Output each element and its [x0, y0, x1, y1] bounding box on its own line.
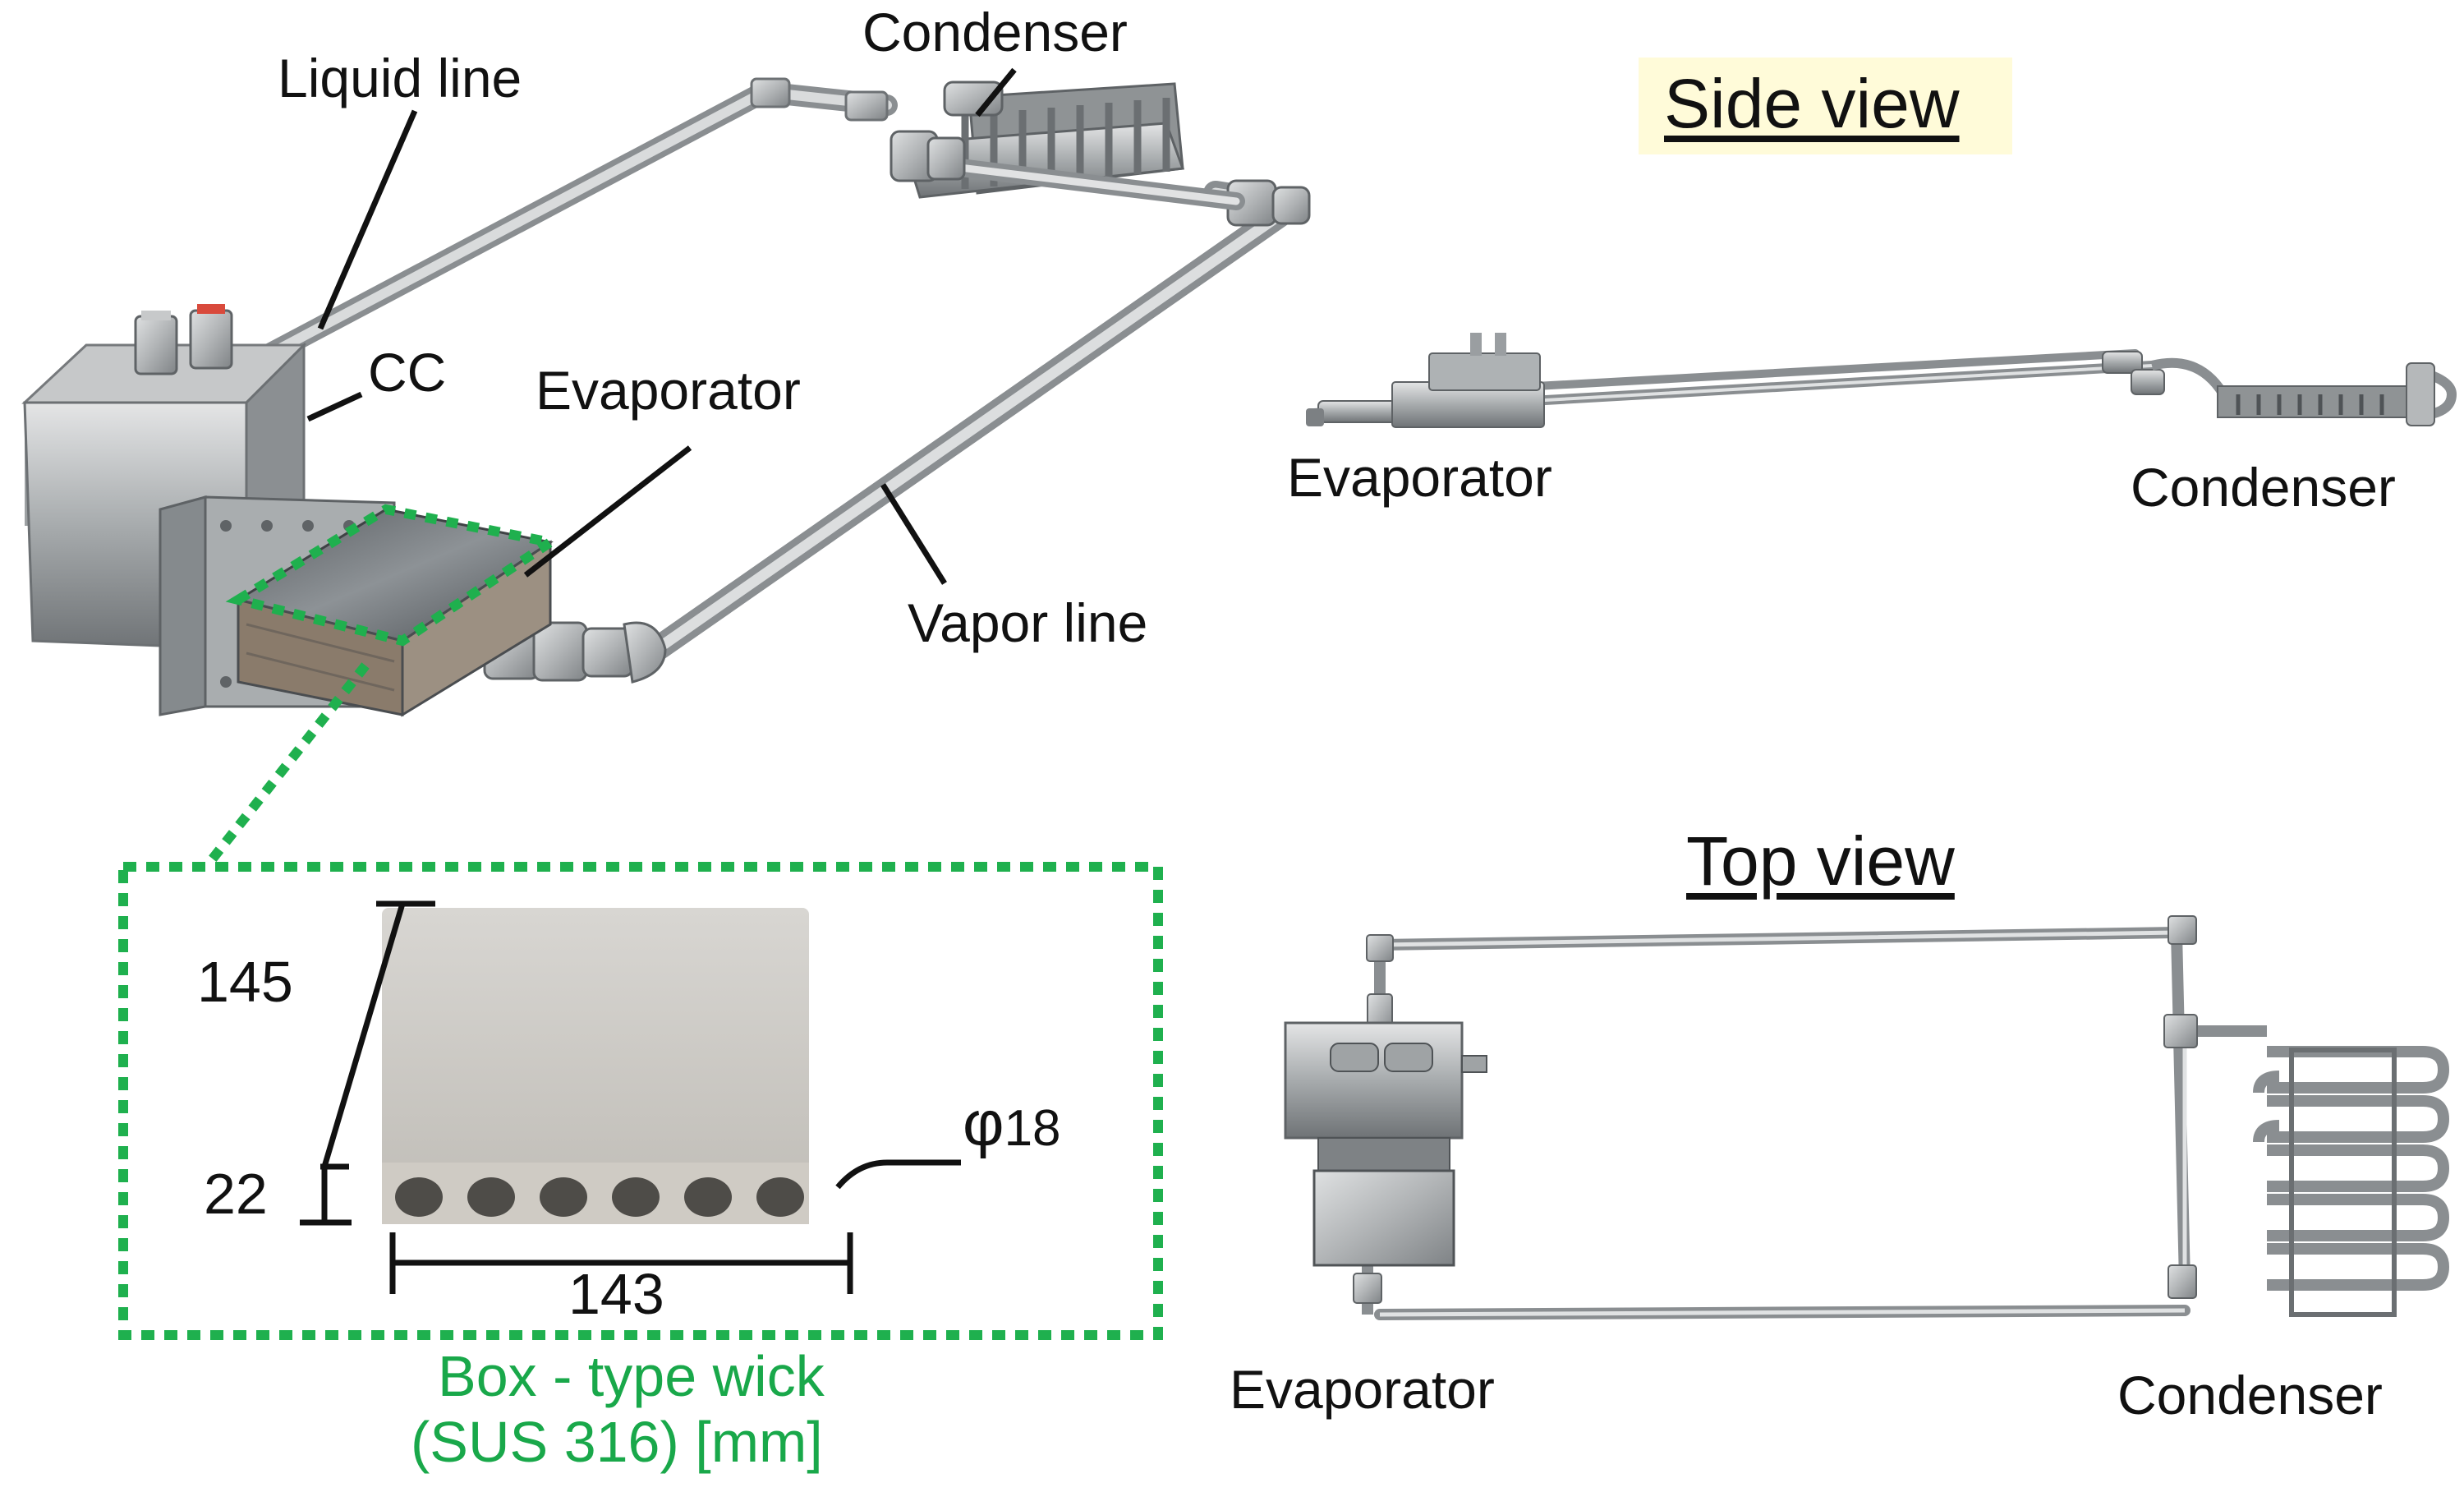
label-evaporator-main: Evaporator [536, 360, 801, 421]
main-device-illustration [21, 77, 1311, 717]
wick-dim-length: 145 [197, 950, 293, 1014]
wick-dim-height: 22 [204, 1162, 268, 1226]
label-condenser-main: Condenser [862, 2, 1128, 62]
wick-dim-hole-symbol: φ [963, 1087, 1004, 1159]
wick-dim-width: 143 [568, 1262, 664, 1326]
evaporator-unit [159, 495, 554, 717]
wick-caption-line2: (SUS 316) [mm] [411, 1410, 823, 1474]
side-view-label-condenser: Condenser [2131, 457, 2396, 518]
side-view-illustration [1306, 333, 2457, 428]
label-vapor-line: Vapor line [908, 592, 1148, 653]
wick-caption-line1: Box - type wick [438, 1344, 825, 1408]
wick-dim-hole: φ18 [963, 1091, 1061, 1155]
side-view-title: Side view [1664, 65, 1960, 142]
wick-dimension-lines [300, 900, 961, 1294]
top-view-title: Top view [1686, 822, 1955, 900]
wick-block-illustration [382, 908, 809, 1224]
vapor-line-tube [483, 179, 1311, 684]
wick-detail-frame [118, 862, 1163, 1340]
top-view-illustration [1284, 915, 2452, 1331]
label-cc: CC [368, 342, 447, 403]
top-view-label-evaporator: Evaporator [1230, 1359, 1495, 1420]
liquid-line-tube [260, 77, 898, 364]
side-view-label-evaporator: Evaporator [1287, 447, 1552, 508]
top-view-label-condenser: Condenser [2117, 1365, 2383, 1425]
side-view-title-bg [1639, 58, 2012, 154]
condenser-unit [890, 81, 1245, 210]
wick-dim-hole-value: 18 [1004, 1100, 1061, 1157]
label-leader-lines [306, 67, 1017, 585]
wick-highlight-outline [225, 504, 563, 647]
label-liquid-line: Liquid line [278, 48, 522, 108]
